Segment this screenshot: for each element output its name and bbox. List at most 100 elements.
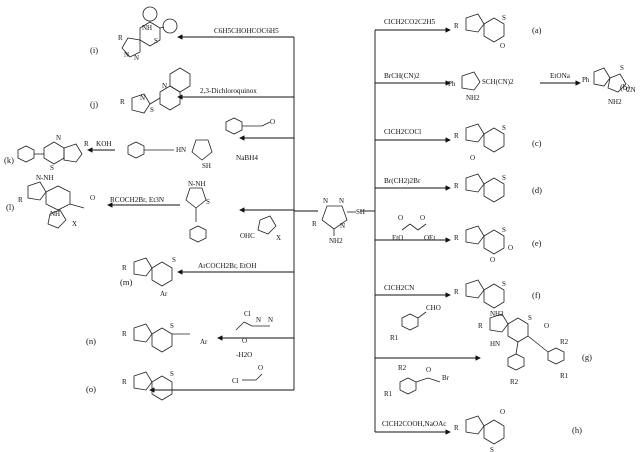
product-b-nh2: NH2 [608,98,622,106]
product-k: R S N [17,134,89,172]
caption-c: (c) [532,138,542,148]
product-n-s: S [170,322,174,330]
caption-j: (j) [90,99,98,109]
caption-m: (m) [120,277,132,287]
hydrazonoyl-o: O [242,337,247,345]
product-m: R S Ar [122,256,176,298]
center-atom-n4: N [340,222,345,230]
caption-n: (n) [86,336,96,346]
product-g: R S HN O R2 R1 R2 [478,313,569,386]
ketone-o: O [426,366,431,374]
intermediate-l: S N-NH [185,180,210,243]
product-g-s: S [528,314,532,322]
product-g-o: O [544,322,549,330]
reagent-j: 2,3-Dichloroquinox [200,87,257,95]
product-n: R S Ar [122,322,208,353]
product-c-o: O [470,154,475,162]
diethyl-oxalate-reagent: O O EtO OEt [392,214,435,242]
product-f-r: R [454,288,459,296]
product-d-r: R [454,182,459,190]
center-atom-sh: SH [356,208,365,216]
product-b-s: S [620,64,624,72]
product-k-n: N [56,134,61,142]
product-l: N-NH R NH O X [18,174,95,229]
product-o-r: R [122,378,127,386]
product-m-r: R [122,264,127,272]
product-i-n1: N [124,51,129,59]
reagent-i: C6H5CHOHCOC6H5 [214,27,279,35]
product-h-s: S [490,446,494,452]
product-n-ar: Ar [200,338,208,346]
product-o: R S [122,370,174,401]
product-l-nh: NH [50,210,60,218]
reagent-c: ClCH2COCl [384,128,421,136]
product-i-n2: N [134,54,139,62]
intermediate-k-hn: HN [176,146,186,154]
ketone-br: Br [442,374,450,382]
propargyl-aldehyde-reagent: O [225,117,275,135]
aldehyde-cho: CHO [426,304,441,312]
hydrazonoyl-chloride-reagent: Cl N N O [235,310,273,345]
product-j: R N S N [120,67,191,114]
caption-o: (o) [86,384,96,394]
heteroaryl-aldehyde-reagent: OHC X [240,215,281,242]
product-h-r: R [454,424,459,432]
intermediate-l-nnh: N-NH [188,180,206,188]
caption-h: (h) [572,425,582,435]
product-d-s: S [502,174,506,182]
caption-a: (a) [532,25,542,35]
svg-text:O: O [398,214,403,222]
product-l-o: O [90,194,95,202]
ketone-r2: R2 [398,364,407,372]
oxalate-eto: EtO [392,234,403,242]
caption-b: (b) [620,82,630,92]
reagent-b-2: EtONa [550,72,571,80]
product-a-r: R [454,22,459,30]
oxalate-oet: OEt [424,234,435,242]
reagent-b: BrCH(CN)2 [384,72,420,80]
product-m-s: S [172,256,176,264]
caption-f: (f) [532,290,541,300]
product-i: R NH S N N [118,6,178,62]
intermediate-b-sch: SCH(CN)2 [482,78,514,86]
product-b: Ph S CN NH2 [582,64,636,106]
product-e-o1: O [508,244,513,252]
reagent-k-nabh4: NaBH4 [236,154,258,162]
intermediate-k-sh: SH [202,162,211,170]
product-b-ph: Ph [582,76,590,84]
caption-i: (i) [90,45,98,55]
product-g-r2a: R2 [560,338,569,346]
aldehyde-label: OHC [240,232,255,240]
product-l-r: R [18,196,23,204]
product-b-cn: CN [626,86,636,94]
reagent-a: ClCH2CO2C2H5 [384,18,436,26]
product-i-nh: NH [142,24,152,32]
product-a: R S O [454,13,506,50]
intermediate-b-nh2: NH2 [466,94,480,102]
hydrazonoyl-n: N [256,316,261,324]
product-h: R S O [454,408,505,452]
caption-e: (e) [532,238,542,248]
product-g-hn: HN [490,340,500,348]
caption-l: (l) [6,202,14,212]
reagent-d: Br(CH2)2Br [384,177,421,185]
product-e-r: R [454,234,459,242]
product-j-n: N [140,94,145,102]
product-c: R S O [454,123,506,162]
reagent-f: ClCH2CN [384,284,415,292]
chloroacetone-reagent: Cl O [232,364,263,385]
product-e-o2: O [490,256,495,264]
reagent-h: ClCH2COOH,NaOAc [382,420,446,428]
intermediate-k: HN SH [127,139,213,170]
product-f-nh2: NH2 [490,310,504,318]
center-atom-nh2: NH2 [329,237,343,245]
product-g-r2b: R2 [510,378,519,386]
product-h-o: O [500,408,505,416]
product-d: R S [454,173,506,203]
intermediate-l-s: S [206,198,210,206]
product-l-x: X [72,220,77,228]
ketone-r1: R1 [384,390,393,398]
reagent-l: RCOCH2Br, Et3N [110,196,165,204]
chloroacetone-o: O [258,364,263,372]
